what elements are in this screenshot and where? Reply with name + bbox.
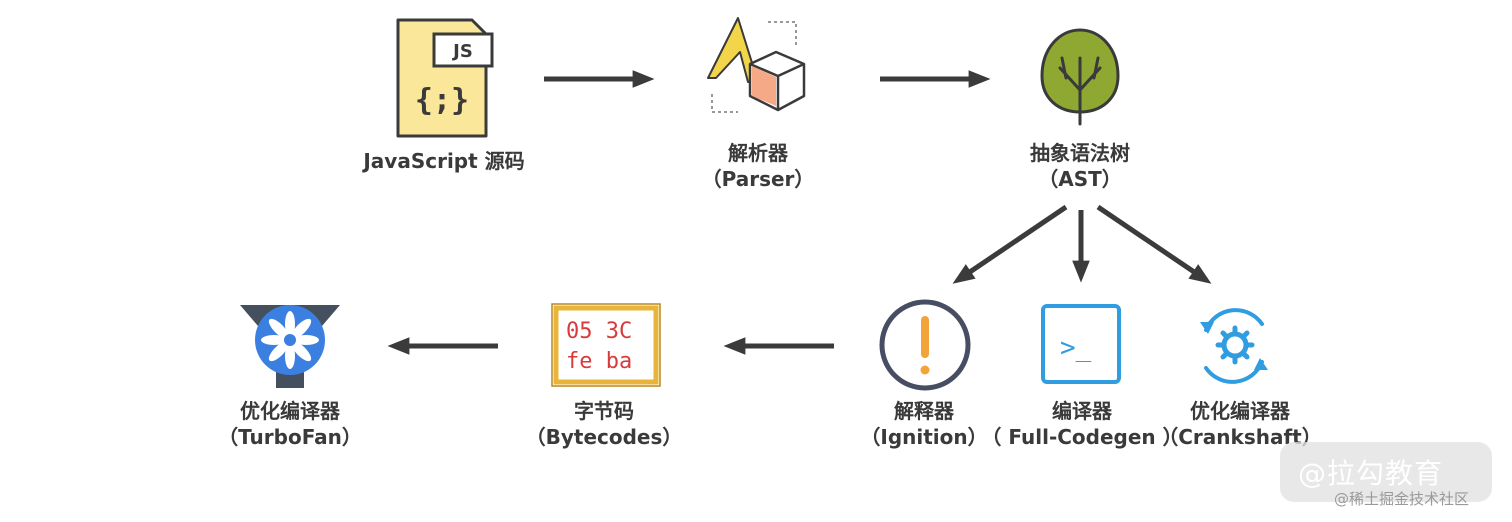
label-crankshaft: 优化编译器 （Crankshaft） (1158, 399, 1322, 449)
js-file-icon: JS {;} (396, 18, 494, 138)
watermark-brand: @拉勾教育 (1298, 457, 1444, 490)
label-ast: 抽象语法树 （AST） (1030, 141, 1130, 191)
bytecode-row1: 05 3C (566, 319, 632, 344)
parser-icon (707, 17, 806, 113)
tree-icon (1040, 28, 1120, 126)
terminal-icon: >_ (1041, 304, 1121, 384)
label-turbofan: 优化编译器 （TurboFan） (218, 399, 362, 449)
js-braces: {;} (415, 83, 469, 118)
bytecode-board-icon: 05 3C fe ba (551, 303, 661, 387)
turbofan-icon (240, 305, 340, 388)
label-source: JavaScript 源码 (363, 149, 525, 173)
label-ignition: 解释器 （Ignition） (860, 399, 988, 449)
gear-cycle-icon (1200, 308, 1268, 384)
js-tag: JS (451, 41, 473, 62)
bytecode-row2: fe ba (566, 349, 632, 374)
watermark-badge (1280, 442, 1492, 502)
arrows (387, 70, 1212, 355)
terminal-prompt: >_ (1060, 333, 1092, 363)
arrow-ast-to-ignition (952, 204, 1068, 284)
label-bytecodes: 字节码 （Bytecodes） (525, 399, 683, 449)
label-fullcodegen: 编译器 （ Full-Codegen ） (981, 399, 1183, 449)
arrow-ast-to-crankshaft (1096, 204, 1212, 284)
ignition-icon (879, 299, 971, 391)
watermark-sub: @稀土掘金技术社区 (1334, 490, 1470, 508)
label-parser: 解析器 （Parser） (701, 141, 815, 191)
